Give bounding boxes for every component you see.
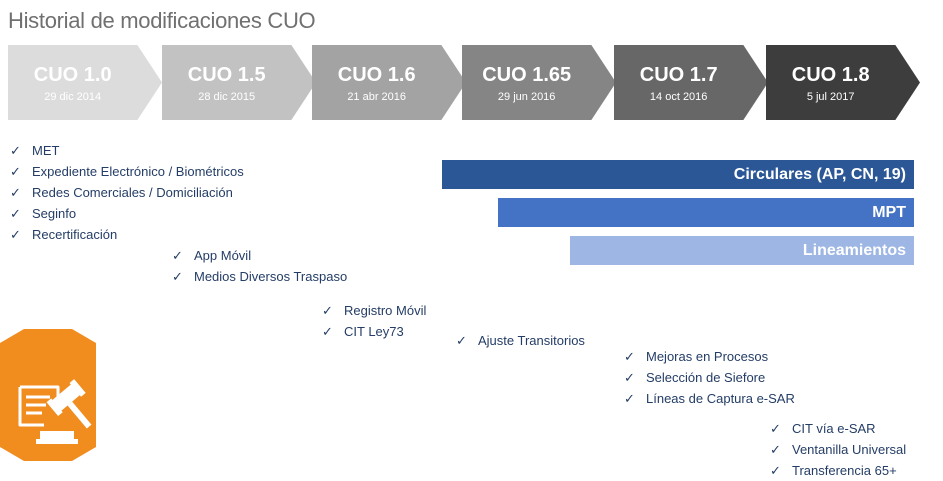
change-item: ✓ Selección de Siefore <box>624 367 795 388</box>
checkmark-icon: ✓ <box>456 333 467 348</box>
change-item-label: Transferencia 65+ <box>792 463 897 478</box>
change-item-label: Redes Comerciales / Domiciliación <box>32 185 233 200</box>
change-item: ✓ Ventanilla Universal <box>770 439 906 460</box>
change-group: ✓ App Móvil ✓ Medios Diversos Traspaso <box>172 245 347 287</box>
change-item: ✓ MET <box>10 140 244 161</box>
version-name: CUO 1.0 <box>33 64 112 86</box>
change-item-label: Ventanilla Universal <box>792 442 907 457</box>
change-group: ✓ Registro Móvil ✓ CIT Ley73 <box>322 300 426 342</box>
change-group: ✓ MET ✓ Expediente Electrónico / Biométrico… <box>10 140 244 245</box>
change-item: ✓ App Móvil <box>172 245 347 266</box>
change-item-label: CIT Ley73 <box>344 324 404 339</box>
version-chevron: CUO 1.8 5 jul 2017 <box>766 45 920 120</box>
version-chevron: CUO 1.6 21 abr 2016 <box>312 45 466 120</box>
version-chevron: CUO 1.0 29 dic 2014 <box>8 45 162 120</box>
change-item: ✓ Expediente Electrónico / Biométricos <box>10 161 244 182</box>
change-item-label: Selección de Siefore <box>646 370 766 385</box>
change-item: ✓ Mejoras en Procesos <box>624 346 795 367</box>
change-item-label: Seginfo <box>32 206 77 221</box>
checkmark-icon: ✓ <box>10 185 21 200</box>
checkmark-icon: ✓ <box>10 206 21 221</box>
change-item-label: CIT vía e-SAR <box>792 421 876 436</box>
version-date: 5 jul 2017 <box>806 91 855 103</box>
change-item: ✓ Seginfo <box>10 203 244 224</box>
change-item: ✓ CIT Ley73 <box>322 321 426 342</box>
change-item-label: MET <box>32 143 60 158</box>
checkmark-icon: ✓ <box>10 143 21 158</box>
change-item-label: Recertificación <box>32 227 118 242</box>
regulation-bar: Lineamientos <box>570 236 914 265</box>
change-item-label: Mejoras en Procesos <box>646 349 769 364</box>
checkmark-icon: ✓ <box>172 248 183 263</box>
checkmark-icon: ✓ <box>624 370 635 385</box>
change-group: ✓ CIT vía e-SAR ✓ Ventanilla Universal ✓ Tran… <box>770 418 906 481</box>
checkmark-icon: ✓ <box>172 269 183 284</box>
change-item: ✓ Recertificación <box>10 224 244 245</box>
change-item: ✓ Redes Comerciales / Domiciliación <box>10 182 244 203</box>
checkmark-icon: ✓ <box>624 349 635 364</box>
regulation-bar: MPT <box>498 198 914 227</box>
version-name: CUO 1.65 <box>482 64 572 86</box>
change-item: ✓ Medios Diversos Traspaso <box>172 266 347 287</box>
change-item: ✓ Transferencia 65+ <box>770 460 906 481</box>
checkmark-icon: ✓ <box>10 164 21 179</box>
change-item: ✓ Líneas de Captura e-SAR <box>624 388 795 409</box>
version-name: CUO 1.6 <box>337 64 416 86</box>
change-item-label: Líneas de Captura e-SAR <box>646 391 795 406</box>
change-item-label: Ajuste Transitorios <box>478 333 585 348</box>
version-date: 14 oct 2016 <box>649 91 708 103</box>
version-date: 21 abr 2016 <box>347 91 407 103</box>
change-item: ✓ Ajuste Transitorios <box>456 330 585 351</box>
regulation-bar: Circulares (AP, CN, 19) <box>442 160 914 189</box>
change-item: ✓ Registro Móvil <box>322 300 426 321</box>
checkmark-icon: ✓ <box>770 421 781 436</box>
page-title: Historial de modificaciones CUO <box>8 8 316 33</box>
checkmark-icon: ✓ <box>322 324 333 339</box>
checkmark-icon: ✓ <box>770 463 781 478</box>
checkmark-icon: ✓ <box>624 391 635 406</box>
change-item-label: Expediente Electrónico / Biométricos <box>32 164 244 179</box>
version-name: CUO 1.8 <box>791 64 870 86</box>
change-group: ✓ Mejoras en Procesos ✓ Selección de Siefor… <box>624 346 795 409</box>
version-date: 29 jun 2016 <box>497 91 556 103</box>
checkmark-icon: ✓ <box>770 442 781 457</box>
version-name: CUO 1.7 <box>639 64 718 86</box>
checkmark-icon: ✓ <box>322 303 333 318</box>
change-item: ✓ CIT vía e-SAR <box>770 418 906 439</box>
change-item-label: App Móvil <box>194 248 252 263</box>
version-chevron: CUO 1.7 14 oct 2016 <box>614 45 768 120</box>
change-group: ✓ Ajuste Transitorios <box>456 330 585 351</box>
version-date: 29 dic 2014 <box>44 91 102 103</box>
checkmark-icon: ✓ <box>10 227 21 242</box>
version-name: CUO 1.5 <box>187 64 266 86</box>
change-item-label: Medios Diversos Traspaso <box>194 269 348 284</box>
version-date: 28 dic 2015 <box>198 91 256 103</box>
change-item-label: Registro Móvil <box>344 303 427 318</box>
gavel-document-icon <box>0 325 98 465</box>
version-chevron: CUO 1.5 28 dic 2015 <box>162 45 316 120</box>
version-chevron: CUO 1.65 29 jun 2016 <box>462 45 616 120</box>
